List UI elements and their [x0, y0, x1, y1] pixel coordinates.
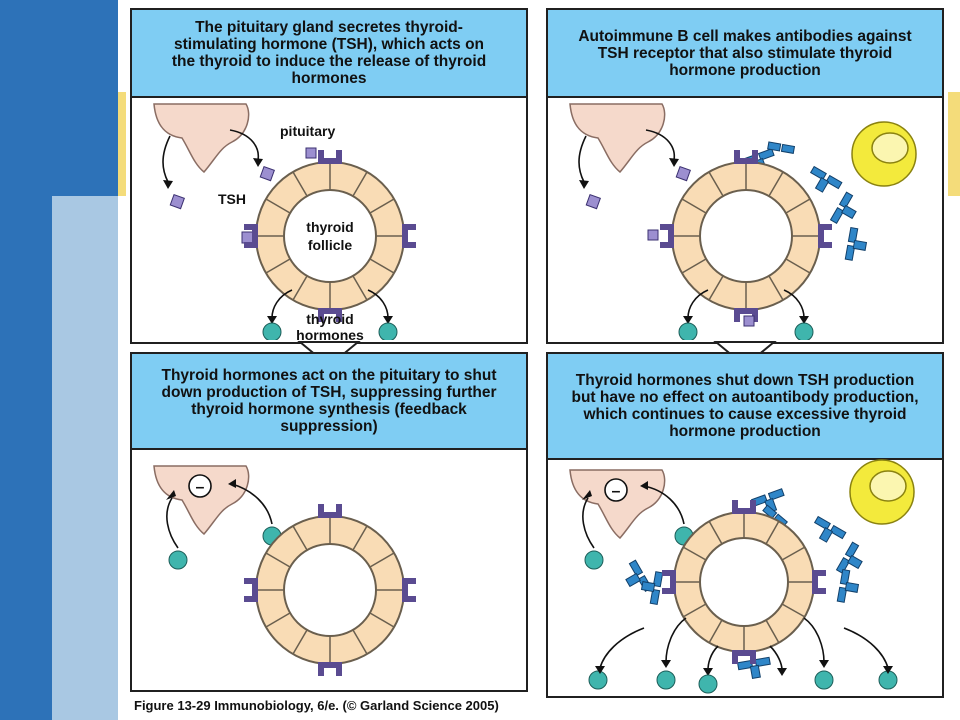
- panel-heading: The pituitary gland secretes thyroid-sti…: [132, 10, 526, 98]
- thyroid-follicle: [662, 500, 826, 664]
- antibody: [813, 515, 847, 543]
- diagram-tsh-stimulation: pituitary TSH thyroid follicle: [153, 103, 416, 340]
- tsh-receptor-top: [318, 504, 342, 518]
- thyroid-hormone: [262, 322, 282, 340]
- tsh-molecule: [169, 193, 185, 210]
- slide-accent-stripe-right: [948, 92, 960, 196]
- antibody: [736, 656, 771, 680]
- diagram-antibody-stimulation: [569, 103, 917, 340]
- tsh-receptor-left: [244, 578, 258, 602]
- secretion-arrow-right: [229, 129, 260, 161]
- pituitary-label: pituitary: [280, 123, 335, 139]
- secretion-arrow-left: [162, 135, 171, 183]
- tsh-molecule: [259, 165, 275, 182]
- thyroid-hormone: [698, 674, 718, 694]
- tsh-receptor-left: [244, 224, 258, 248]
- inhibition-sign-label: –: [196, 479, 205, 496]
- tsh-molecule-bound: [241, 231, 254, 244]
- release-arrow-right: [367, 289, 389, 319]
- thyroid-hormone: [678, 322, 698, 340]
- tsh-label: TSH: [218, 191, 246, 207]
- tsh-receptor-bottom: [732, 650, 756, 664]
- tsh-receptor-top: [732, 500, 756, 514]
- inhibition-sign-label: –: [612, 483, 621, 500]
- thyroid-hormone: [378, 322, 398, 340]
- pituitary-gland-shape: [569, 103, 666, 174]
- tsh-receptor-right: [402, 224, 416, 248]
- panel-heading: Thyroid hormones shut down TSH productio…: [548, 354, 942, 460]
- thyroid-hormone: [814, 670, 834, 690]
- panel-top-left: The pituitary gland secretes thyroid-sti…: [130, 8, 528, 344]
- diagram-excessive-production: –: [569, 459, 915, 694]
- tsh-receptor-bottom: [318, 662, 342, 676]
- figure-caption: Figure 13-29 Immunobiology, 6/e. (© Garl…: [134, 698, 499, 713]
- arrowhead: [253, 158, 263, 167]
- follicle-label-1: thyroid: [306, 219, 353, 235]
- antibody: [809, 165, 843, 193]
- tsh-molecule-bound: [647, 229, 659, 241]
- panel-bottom-left: Thyroid hormones act on the pituitary to…: [130, 352, 528, 692]
- tsh-molecule: [585, 193, 601, 210]
- hormones-label-1: thyroid: [306, 311, 353, 327]
- tsh-receptor-top: [734, 150, 758, 164]
- tsh-molecule-bound: [743, 315, 755, 327]
- tsh-receptor-left: [662, 570, 676, 594]
- inhibition-sign: [604, 478, 628, 502]
- b-cell: [851, 121, 917, 187]
- tsh-molecule-bound: [305, 147, 317, 159]
- thyroid-hormone: [794, 322, 814, 340]
- antibody: [844, 226, 868, 261]
- tsh-receptor-right: [402, 578, 416, 602]
- thyroid-follicle: [647, 150, 832, 327]
- hormones-label-2: hormones: [296, 327, 364, 340]
- diagram-feedback-suppression: –: [153, 465, 416, 676]
- thyroid-follicle: [244, 504, 416, 676]
- panel-heading: Thyroid hormones act on the pituitary to…: [132, 354, 526, 450]
- tsh-receptor-left: [660, 224, 674, 248]
- antibody-group: [625, 488, 863, 680]
- slide-accent-stripe-left: [118, 92, 126, 196]
- antibody: [767, 141, 796, 154]
- arrowhead: [163, 180, 173, 189]
- feedback-arrow-left: [166, 497, 179, 549]
- panel-bottom-right: Thyroid hormones shut down TSH productio…: [546, 352, 944, 698]
- slide-background-band-light: [52, 196, 118, 720]
- tsh-receptor-top: [318, 150, 342, 164]
- antibody: [829, 191, 857, 225]
- inhibition-sign: [188, 474, 212, 498]
- antibody: [640, 571, 664, 606]
- tsh-molecule: [675, 165, 691, 182]
- b-cell: [849, 459, 915, 525]
- thyroid-hormone: [588, 670, 608, 690]
- panel-top-right: Autoimmune B cell makes antibodies again…: [546, 8, 944, 344]
- follicle-label-2: follicle: [308, 237, 353, 253]
- release-arrow-left: [271, 289, 293, 319]
- thyroid-hormone: [168, 550, 188, 570]
- panel-heading: Autoimmune B cell makes antibodies again…: [548, 10, 942, 98]
- thyroid-hormone: [656, 670, 676, 690]
- thyroid-follicle: thyroid follicle: [244, 147, 416, 322]
- tsh-receptor-right: [812, 570, 826, 594]
- feedback-arrow-right: [231, 483, 273, 525]
- tsh-receptor-right: [818, 224, 832, 248]
- antibody: [625, 559, 653, 593]
- thyroid-hormone: [584, 550, 604, 570]
- antibody: [835, 541, 863, 575]
- pituitary-gland-shape: [153, 103, 250, 174]
- antibody: [836, 568, 860, 603]
- tsh-receptor-bottom: [318, 308, 342, 322]
